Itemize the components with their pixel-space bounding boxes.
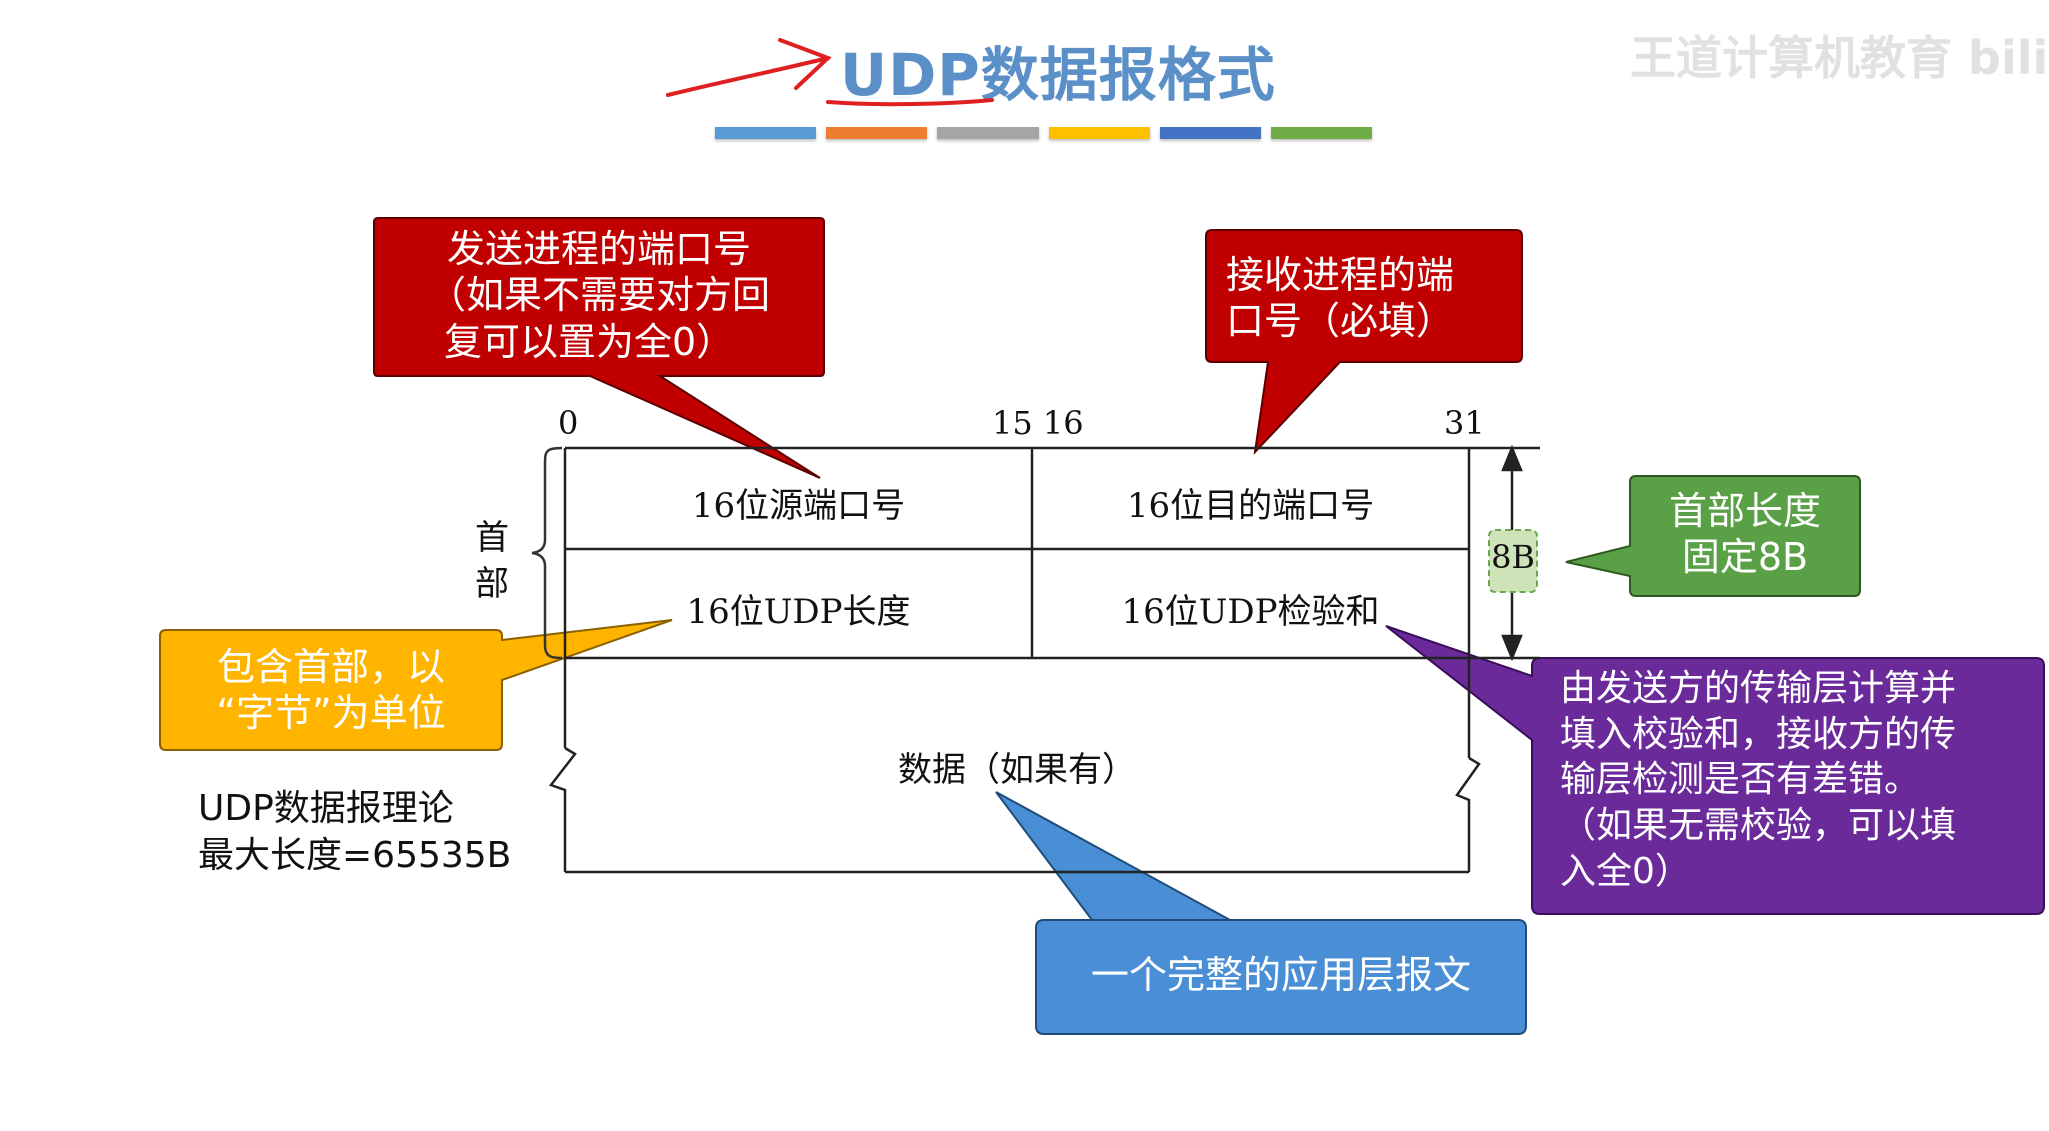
field-data: 数据（如果有） bbox=[898, 750, 1136, 790]
callout-checksum-line: 填入校验和，接收方的传 bbox=[1560, 713, 1957, 755]
callout-dst-port: 接收进程的端 口号（必填） bbox=[1226, 252, 1454, 345]
brace-icon bbox=[531, 446, 563, 660]
color-bar-segment bbox=[1048, 127, 1150, 139]
size-tag: 8B bbox=[1491, 538, 1535, 576]
field-src-port: 16位源端口号 bbox=[691, 486, 906, 526]
callout-checksum-line: 入全0） bbox=[1560, 850, 1691, 892]
callout-src-port-line: 复可以置为全0） bbox=[444, 319, 735, 364]
max-size-note-line: UDP数据报理论 bbox=[198, 788, 454, 829]
callout-src-port-shape bbox=[373, 217, 825, 479]
field-checksum: 16位UDP检验和 bbox=[1121, 592, 1380, 632]
callout-data-line: 一个完整的应用层报文 bbox=[1090, 953, 1471, 997]
callout-header-len-shape bbox=[1565, 475, 1861, 597]
bit-tick-end: 31 bbox=[1444, 404, 1485, 442]
color-bar-segment bbox=[826, 127, 928, 139]
callout-length-shape bbox=[159, 619, 673, 751]
watermark: 王道计算机教育 bili bbox=[1630, 31, 2049, 85]
page-title: UDP数据报格式 bbox=[840, 41, 1276, 109]
size-tag-box bbox=[1488, 529, 1538, 593]
callout-src-port-line: 发送进程的端口号 bbox=[446, 227, 751, 271]
callout-length: 包含首部，以 “字节”为单位 bbox=[160, 644, 502, 737]
callout-checksum-shape bbox=[1385, 625, 2045, 915]
bit-tick-start: 0 bbox=[558, 404, 579, 442]
max-size-note: UDP数据报理论 最大长度=65535B bbox=[198, 786, 511, 880]
callout-checksum-line: 由发送方的传输层计算并 bbox=[1560, 668, 1957, 709]
callout-src-port-line: （如果不需要对方回 bbox=[427, 273, 770, 318]
max-size-note-line: 最大长度=65535B bbox=[198, 834, 512, 876]
color-bar-segment bbox=[1159, 127, 1261, 139]
field-dst-port: 16位目的端口号 bbox=[1126, 486, 1375, 526]
color-bar-segment bbox=[937, 127, 1039, 139]
bit-tick-mid: 15 16 bbox=[992, 404, 1084, 442]
callout-dst-port-line: 接收进程的端 bbox=[1226, 253, 1455, 297]
callout-data-shape bbox=[995, 791, 1527, 1035]
callout-data: 一个完整的应用层报文 bbox=[1036, 952, 1526, 998]
color-bar bbox=[715, 127, 1373, 139]
callout-dst-port-shape bbox=[1205, 229, 1523, 455]
callout-src-port: 发送进程的端口号 （如果不需要对方回 复可以置为全0） bbox=[374, 226, 824, 365]
callout-dst-port-line: 口号（必填） bbox=[1226, 299, 1455, 344]
callout-checksum-line: 输层检测是否有差错。 bbox=[1560, 759, 1921, 801]
red-arrow-icon bbox=[666, 38, 994, 107]
callout-length-line: “字节”为单位 bbox=[216, 691, 446, 736]
datagram-table bbox=[548, 446, 1540, 874]
header-label-2: 部 bbox=[475, 564, 509, 604]
callout-header-len-line: 固定8B bbox=[1681, 535, 1809, 580]
callout-checksum: 由发送方的传输层计算并 填入校验和，接收方的传 输层检测是否有差错。 （如果无需… bbox=[1560, 666, 1956, 895]
color-bar-segment bbox=[715, 127, 817, 139]
callout-length-line: 包含首部，以 bbox=[216, 645, 445, 689]
color-bar-segment bbox=[1270, 127, 1373, 139]
header-label-1: 首 bbox=[475, 518, 509, 558]
callout-header-len-line: 首部长度 bbox=[1668, 489, 1821, 533]
callout-header-len: 首部长度 固定8B bbox=[1630, 488, 1860, 581]
field-length: 16位UDP长度 bbox=[686, 592, 911, 632]
callout-checksum-line: （如果无需校验，可以填 bbox=[1560, 805, 1957, 847]
